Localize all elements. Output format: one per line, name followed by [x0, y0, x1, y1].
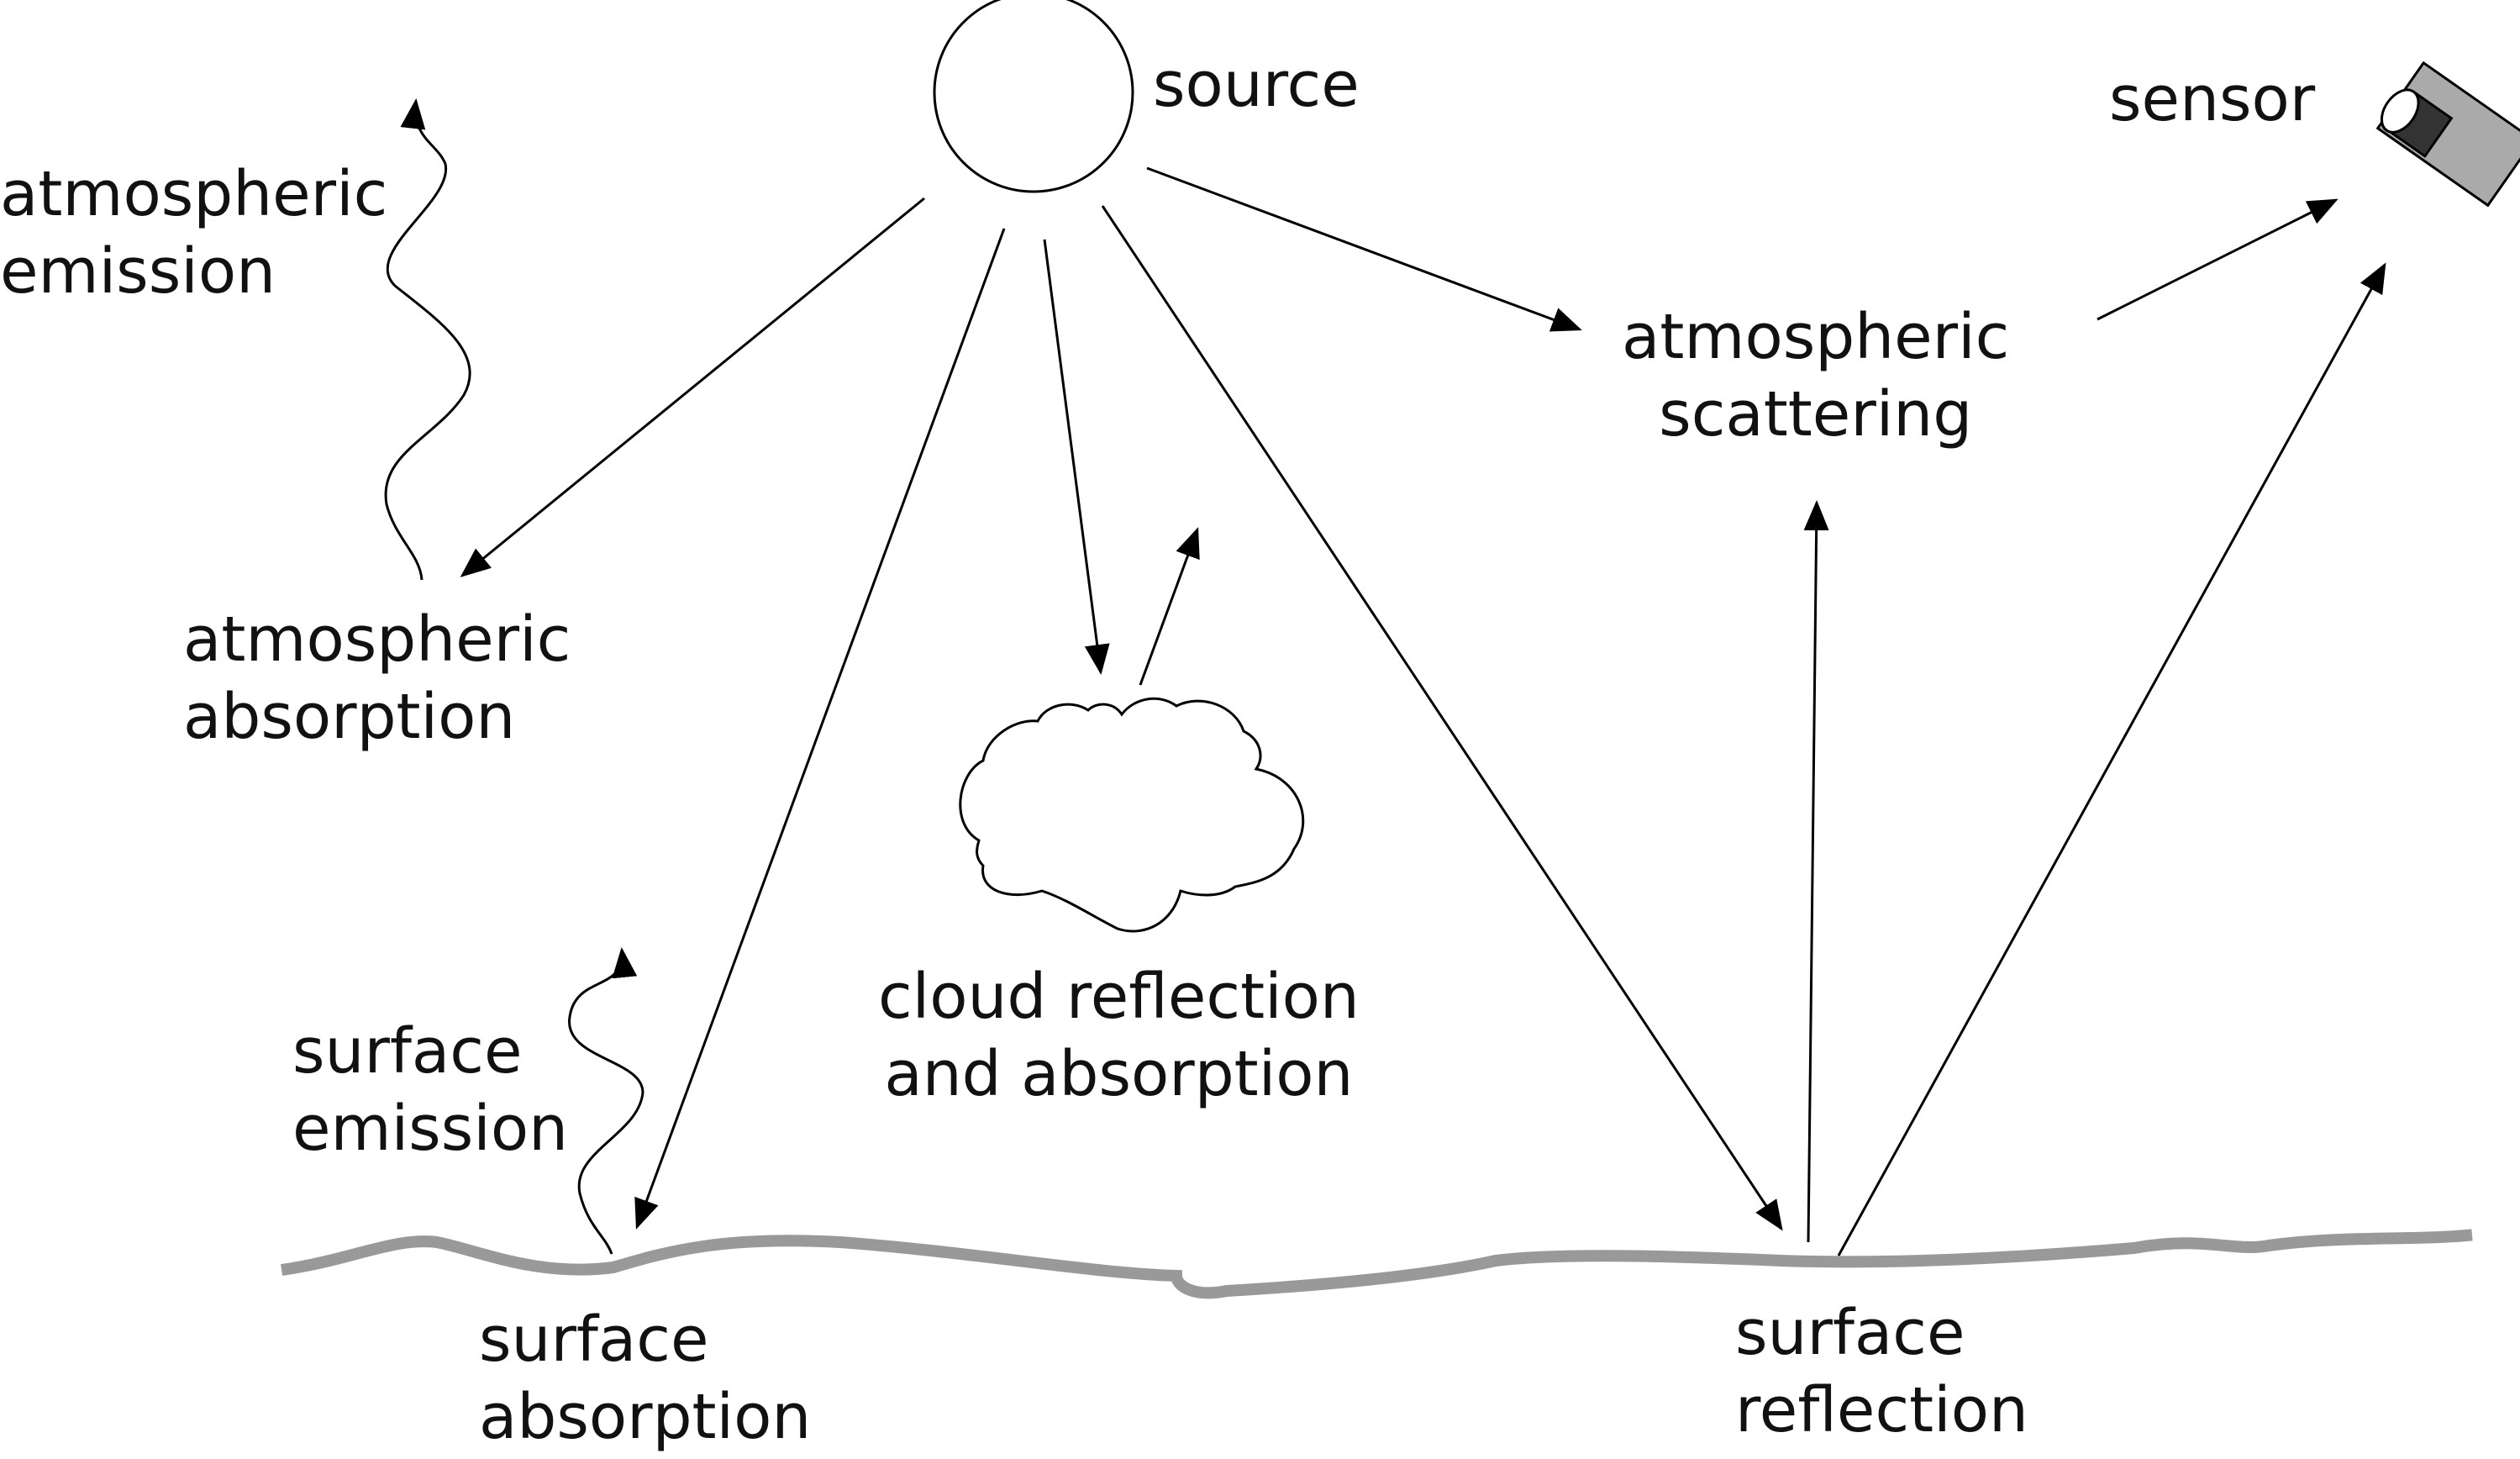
scattering-to-sensor-arrow [2096, 198, 2338, 321]
cloud-icon [959, 697, 1305, 933]
sensor-label: sensor [2109, 63, 2316, 135]
ground-surface-line [281, 1229, 2473, 1299]
surface-emission-label: surface emission [292, 1015, 569, 1165]
surface-to-scattering-arrow [1803, 500, 1829, 1243]
source-label: source [1153, 49, 1360, 121]
atmospheric-scattering-label: atmospheric scattering [1622, 301, 2010, 450]
arrow-to-atmospheric-scattering [1146, 166, 1582, 332]
arrow-to-surface-reflection [1101, 205, 1783, 1231]
surface-absorption-label: surface absorption [479, 1304, 812, 1453]
sun-circle-icon [933, 0, 1134, 193]
surface-to-sensor-arrow [1837, 262, 2386, 1256]
cloud-reflection-absorption-label: cloud reflection and absorption [878, 961, 1360, 1110]
atmospheric-absorption-label: atmospheric absorption [183, 603, 571, 753]
surface-emission-arrow [568, 947, 644, 1255]
atmospheric-emission-label: atmospheric emission [0, 158, 388, 308]
cloud-reflection-arrow [1139, 527, 1200, 686]
surface-reflection-label: surface reflection [1735, 1297, 2028, 1446]
arrow-to-surface-absorption [634, 228, 1006, 1230]
arrow-to-atmospheric-absorption [460, 197, 925, 577]
camera-sensor-icon [2375, 61, 2520, 208]
atmospheric-emission-arrow [384, 98, 471, 581]
arrow-to-cloud [1043, 239, 1110, 675]
